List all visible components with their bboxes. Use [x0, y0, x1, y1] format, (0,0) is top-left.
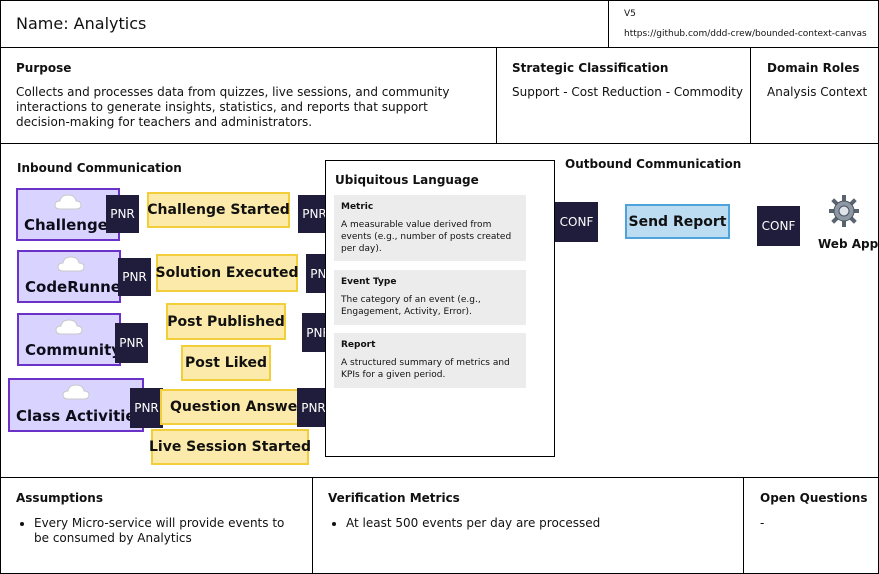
- pnr-tag: PNR: [115, 323, 148, 363]
- term-name: Event Type: [341, 277, 397, 287]
- context-name: Name: Analytics: [16, 14, 147, 33]
- target-web-app: Web App: [818, 237, 879, 251]
- verification-title: Verification Metrics: [328, 491, 460, 505]
- context-label: CodeRunner: [25, 278, 129, 296]
- event-post-published[interactable]: Post Published: [166, 303, 286, 340]
- context-class-activities[interactable]: Class Activities: [8, 378, 145, 432]
- cloud-icon: [57, 256, 85, 272]
- pnr-tag: PNR: [118, 258, 151, 296]
- command-send-report[interactable]: Send Report: [625, 204, 730, 239]
- cloud-icon: [54, 194, 82, 210]
- event-question-answered[interactable]: Question Answered: [160, 389, 305, 425]
- purpose-text: Collects and processes data from quizzes…: [16, 85, 450, 129]
- assumptions-list: Every Micro-service will provide events …: [16, 516, 301, 546]
- conf-tag: CONF: [555, 202, 598, 242]
- event-solution-executed[interactable]: Solution Executed: [156, 254, 299, 292]
- outbound-title: Outbound Communication: [565, 157, 742, 171]
- event-post-liked[interactable]: Post Liked: [181, 345, 271, 381]
- context-coderunner[interactable]: CodeRunner: [17, 250, 128, 303]
- cloud-icon: [55, 319, 83, 335]
- source-url[interactable]: https://github.com/ddd-crew/bounded-cont…: [624, 29, 867, 39]
- assumption-item: Every Micro-service will provide events …: [34, 516, 301, 546]
- divider: [0, 477, 879, 478]
- questions-title: Open Questions: [760, 491, 868, 505]
- term-definition: A measurable value derived from events (…: [341, 220, 512, 254]
- context-label: Community: [25, 341, 122, 359]
- strategic-text: Support - Cost Reduction - Commodity: [512, 85, 744, 99]
- divider: [750, 47, 751, 143]
- term-card: Report A structured summary of metrics a…: [334, 333, 526, 388]
- strategic-title: Strategic Classification: [512, 61, 669, 75]
- inbound-title: Inbound Communication: [17, 161, 182, 175]
- version-label: V5: [624, 9, 636, 19]
- term-name: Metric: [341, 202, 374, 212]
- event-live-session-started[interactable]: Live Session Started: [149, 429, 311, 465]
- divider: [608, 0, 609, 47]
- term-card: Event Type The category of an event (e.g…: [334, 270, 526, 325]
- gear-icon: [829, 195, 859, 227]
- assumptions-title: Assumptions: [16, 491, 103, 505]
- divider: [0, 143, 879, 144]
- context-challenges[interactable]: Challenges: [16, 188, 120, 241]
- divider: [496, 47, 497, 143]
- context-label: Class Activities: [16, 407, 145, 425]
- context-community[interactable]: Community: [17, 313, 121, 366]
- divider: [312, 477, 313, 574]
- purpose-title: Purpose: [16, 61, 72, 75]
- conf-tag: CONF: [757, 206, 800, 246]
- divider: [743, 477, 744, 574]
- ubiquitous-title: Ubiquitous Language: [335, 173, 479, 187]
- event-challenge-started[interactable]: Challenge Started: [147, 192, 290, 228]
- pnr-tag: PNR: [130, 388, 163, 428]
- questions-text: -: [760, 516, 765, 530]
- verification-item: At least 500 events per day are processe…: [346, 516, 728, 531]
- pnr-tag: PNR: [297, 388, 330, 427]
- context-label: Challenges: [24, 216, 117, 234]
- pnr-tag: PNR: [106, 195, 139, 233]
- term-definition: A structured summary of metrics and KPIs…: [341, 358, 510, 380]
- roles-text: Analysis Context: [767, 85, 868, 99]
- roles-title: Domain Roles: [767, 61, 860, 75]
- term-name: Report: [341, 340, 376, 350]
- term-definition: The category of an event (e.g., Engageme…: [341, 295, 481, 317]
- divider: [0, 47, 879, 48]
- term-card: Metric A measurable value derived from e…: [334, 195, 526, 261]
- verification-list: At least 500 events per day are processe…: [328, 516, 728, 531]
- cloud-icon: [62, 384, 90, 400]
